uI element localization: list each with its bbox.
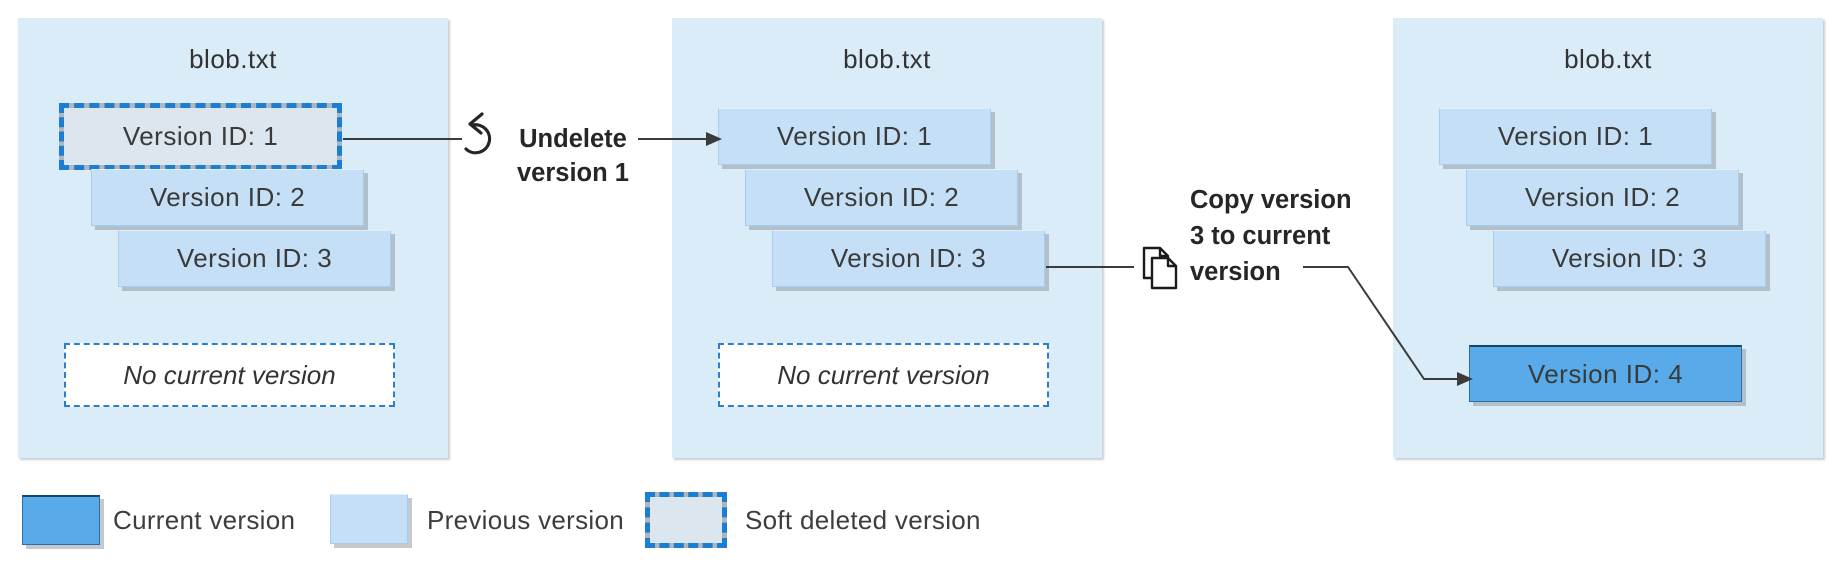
legend-swatch-current-version [22,495,100,545]
undo-icon [464,112,492,155]
version-label: Version ID: 1 [122,121,279,151]
legend-swatch-soft-deleted-version [645,492,727,548]
no-current-version-slot: No current version [64,343,395,407]
legend-label-soft-deleted-version: Soft deleted version [745,504,981,535]
blob-panel-1: blob.txt Version ID: 1 Version ID: 2 Ver… [18,18,448,458]
copy-action-label: Copy version 3 to current version [1190,186,1352,286]
version-box-previous: Version ID: 1 [718,108,991,165]
version-box-previous: Version ID: 3 [1493,230,1766,287]
version-box-previous: Version ID: 2 [91,169,364,226]
version-box-current: Version ID: 4 [1469,345,1742,402]
blob-panel-2: blob.txt Version ID: 1 Version ID: 2 Ver… [672,18,1102,458]
undelete-action-label: Undelete version 1 [517,125,629,187]
blob-title: blob.txt [1564,44,1652,74]
version-box-previous: Version ID: 2 [1466,169,1739,226]
no-current-version-slot: No current version [718,343,1049,407]
version-box-soft-deleted: Version ID: 1 [59,103,342,170]
blob-title: blob.txt [843,44,931,74]
version-box-previous: Version ID: 3 [772,230,1045,287]
blob-title: blob.txt [189,44,277,74]
blob-panel-3: blob.txt Version ID: 1 Version ID: 2 Ver… [1393,18,1823,458]
legend-swatch-previous-version [330,494,408,544]
version-box-previous: Version ID: 3 [118,230,391,287]
legend-label-current-version: Current version [113,504,296,535]
version-box-previous: Version ID: 1 [1439,108,1712,165]
copy-icon [1142,246,1178,290]
version-box-previous: Version ID: 2 [745,169,1018,226]
legend-label-previous-version: Previous version [427,504,624,535]
